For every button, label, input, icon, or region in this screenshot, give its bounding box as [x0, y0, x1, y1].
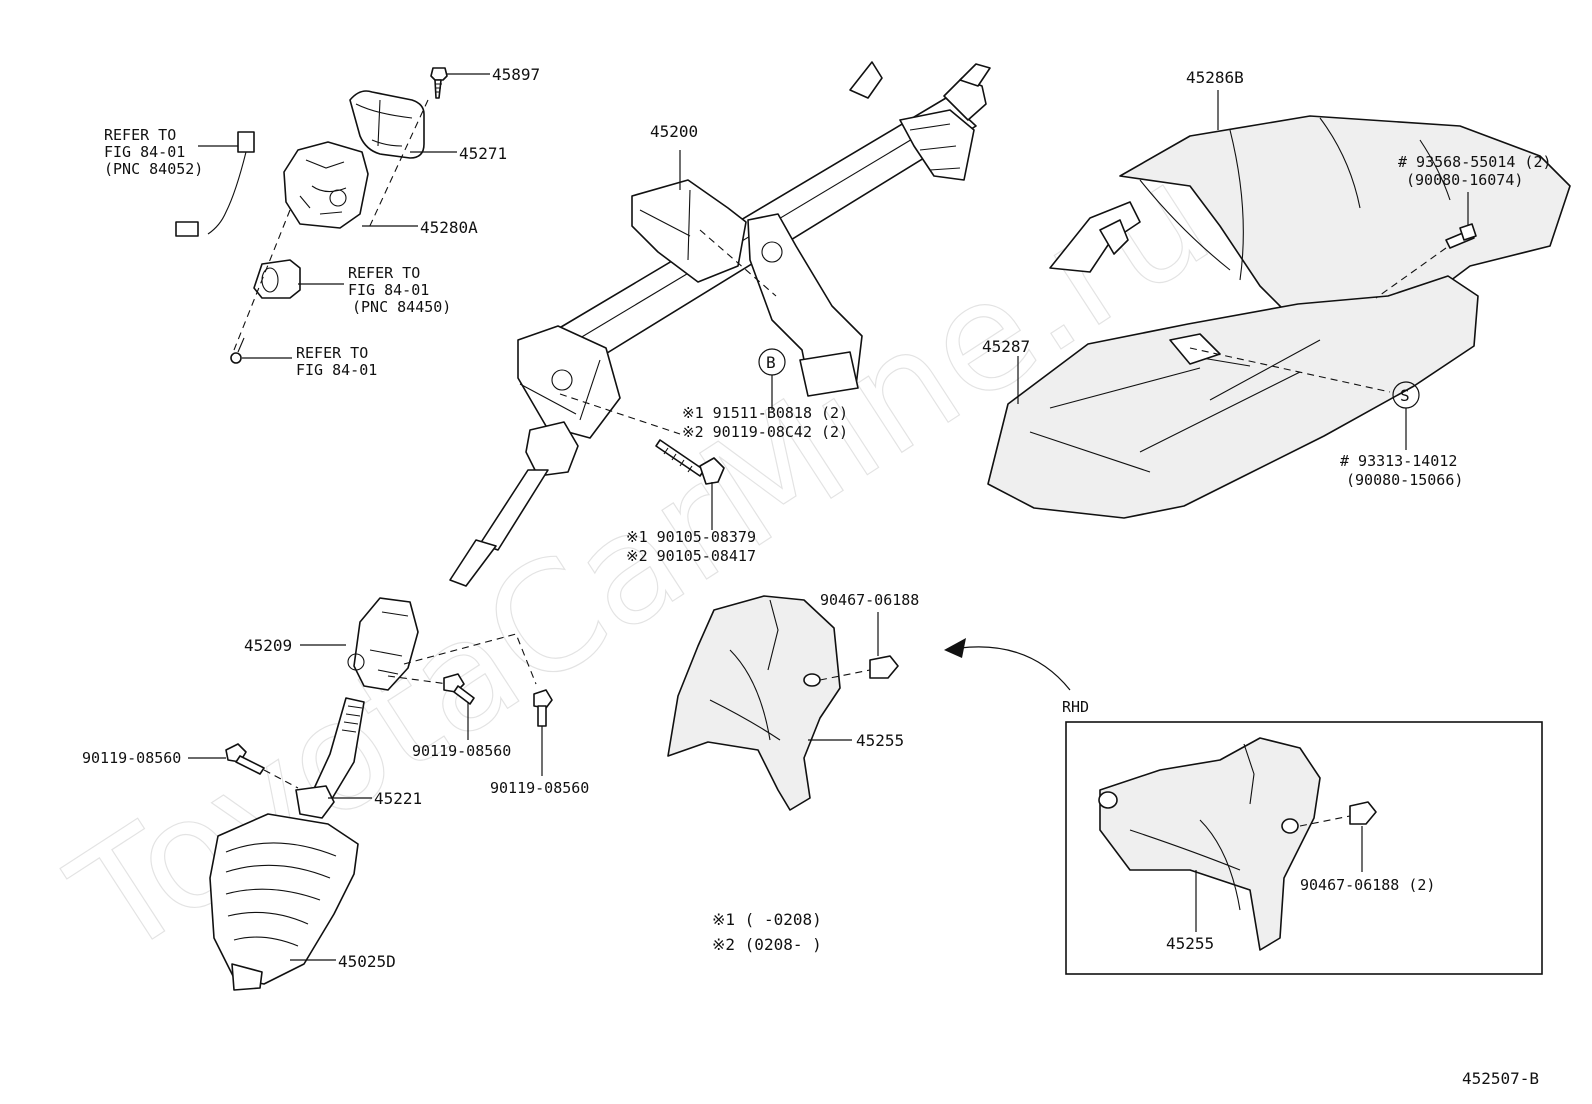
screw-ref-84-01 — [230, 337, 245, 364]
label-45271: 45271 — [459, 144, 507, 163]
s-top-line2: (90080-16074) — [1406, 171, 1523, 189]
label-45025D: 45025D — [338, 952, 396, 971]
label-rhd: RHD — [1062, 698, 1089, 716]
rhd-arrow-line — [959, 646, 1071, 691]
label-45255-b: 45255 — [1166, 934, 1214, 953]
bolt-line2: ※2 90105-08417 — [626, 547, 756, 565]
ref1-line3: (PNC 84052) — [104, 160, 203, 178]
bolt-90119-c — [225, 743, 265, 775]
label-45286B: 45286B — [1186, 68, 1244, 87]
cover-45255-rhd — [1098, 737, 1321, 951]
label-45280A: 45280A — [420, 218, 478, 237]
upper-column-cover-45286B — [1049, 115, 1571, 333]
s-bot-line1: # 93313-14012 — [1340, 452, 1457, 470]
callout-s: S — [1400, 386, 1410, 405]
shaft-45221 — [295, 697, 365, 819]
s-top-line1: # 93568-55014 (2) — [1398, 153, 1552, 171]
label-45255-a: 45255 — [856, 731, 904, 750]
rhd-arrow-head — [944, 638, 966, 658]
housing-45280A — [283, 141, 369, 229]
note-1: ※1 ( -0208) — [712, 910, 822, 929]
label-90119-a: 90119-08560 — [412, 742, 511, 760]
label-90467-a: 90467-06188 — [820, 591, 919, 609]
clip-90467-a — [869, 655, 899, 679]
ref1-line2: FIG 84-01 — [104, 143, 185, 161]
steering-column-45200 — [449, 61, 991, 587]
label-90467-b: 90467-06188 (2) — [1300, 876, 1435, 894]
ref3-line1: REFER TO — [296, 344, 368, 362]
label-90119-b: 90119-08560 — [490, 779, 589, 797]
s-bot-line2: (90080-15066) — [1346, 471, 1463, 489]
rhd-box — [1065, 721, 1543, 975]
ref2-line1: REFER TO — [348, 264, 420, 282]
ref1-line1: REFER TO — [104, 126, 176, 144]
b-part-line1: ※1 91511-B0818 (2) — [682, 404, 848, 422]
screw-45897 — [430, 67, 448, 99]
b-part-line2: ※2 90119-08C42 (2) — [682, 423, 848, 441]
upper-bracket-45271 — [349, 90, 425, 159]
boot-45025D — [209, 813, 359, 991]
label-90119-c: 90119-08560 — [82, 749, 181, 767]
bolt-line1: ※1 90105-08379 — [626, 528, 756, 546]
bolt-90119-a — [443, 673, 475, 705]
wire-harness-84052 — [175, 131, 255, 237]
figure-code: 452507-B — [1462, 1069, 1539, 1088]
note-2: ※2 (0208- ) — [712, 935, 822, 954]
label-45287: 45287 — [982, 337, 1030, 356]
bolt-90119-b — [533, 689, 553, 727]
label-45221: 45221 — [374, 789, 422, 808]
ref2-line3: (PNC 84450) — [352, 298, 451, 316]
label-45897: 45897 — [492, 65, 540, 84]
lock-cylinder-84450 — [253, 259, 301, 299]
callout-b: B — [766, 353, 776, 372]
label-45200: 45200 — [650, 122, 698, 141]
ref3-line2: FIG 84-01 — [296, 361, 377, 379]
column-bolt — [655, 439, 725, 485]
ref2-line2: FIG 84-01 — [348, 281, 429, 299]
u-joint-45209 — [347, 597, 419, 691]
cover-screw-93568 — [1445, 223, 1477, 249]
clip-90467-b — [1349, 801, 1377, 825]
cover-45255 — [667, 595, 841, 811]
label-45209: 45209 — [244, 636, 292, 655]
